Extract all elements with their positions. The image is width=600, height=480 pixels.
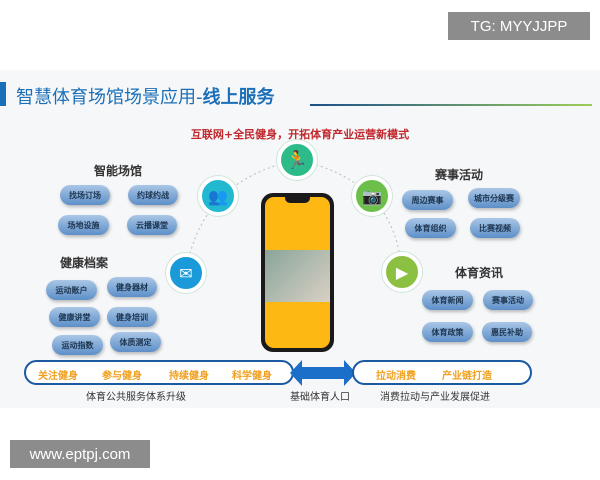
camera-icon: 📷 (352, 176, 392, 216)
caption-left: 体育公共服务体系升级 (86, 392, 186, 403)
pill-news[interactable]: 惠民补助 (482, 322, 532, 342)
caption-middle: 基础体育人口 (290, 392, 350, 403)
pill-health[interactable]: 健身培训 (107, 307, 157, 327)
bar-item: 关注健身 (38, 371, 78, 382)
pill-health[interactable]: 运动账户 (46, 280, 97, 300)
pill-events[interactable]: 体育组织 (405, 218, 456, 238)
pill-events[interactable]: 城市分级赛 (468, 188, 520, 208)
slide: 智慧体育场馆场景应用-线上服务 互联网+全民健身，开拓体育产业运营新模式 🏃 👥… (0, 70, 600, 408)
pill-health[interactable]: 健康讲堂 (49, 307, 100, 327)
phone-mockup (261, 193, 334, 352)
bar-item: 持续健身 (169, 371, 209, 382)
pill-venue[interactable]: 场地设施 (58, 215, 109, 235)
pill-health[interactable]: 健身器材 (107, 277, 157, 297)
bar-item: 科学健身 (232, 371, 272, 382)
section-label-health: 健康档案 (60, 256, 109, 270)
bar-item: 拉动消费 (376, 371, 416, 382)
pill-events[interactable]: 周边赛事 (402, 190, 453, 210)
section-label-venue: 智能场馆 (94, 164, 143, 178)
page-title: 智慧体育场馆场景应用-线上服务 (16, 83, 275, 109)
runner-icon: 🏃 (277, 140, 317, 180)
title-bold: 线上服务 (202, 87, 275, 108)
bottom-bar-right: 拉动消费 产业链打造 (352, 360, 532, 385)
watermark-top: TG: MYYJJPP (448, 12, 590, 40)
pill-health[interactable]: 体质测定 (110, 332, 161, 352)
pill-news[interactable]: 赛事活动 (483, 290, 533, 310)
phone-screen-image (265, 250, 330, 302)
watermark-bottom: www.eptpj.com (10, 440, 150, 468)
pill-venue[interactable]: 约球约战 (128, 185, 178, 205)
bar-item: 产业链打造 (442, 371, 492, 382)
title-divider (310, 104, 592, 106)
subtitle: 互联网+全民健身，开拓体育产业运营新模式 (190, 128, 410, 141)
people-icon: 👥 (198, 176, 238, 216)
bottom-bar-left: 关注健身 参与健身 持续健身 科学健身 (24, 360, 294, 385)
title-accent (0, 82, 6, 106)
pill-venue[interactable]: 找场订场 (60, 185, 110, 205)
section-label-events: 赛事活动 (435, 168, 484, 182)
pill-venue[interactable]: 云播课堂 (127, 215, 177, 235)
pill-news[interactable]: 体育政策 (422, 322, 473, 342)
double-arrow-icon (290, 360, 356, 386)
pill-events[interactable]: 比赛视频 (470, 218, 520, 238)
pill-health[interactable]: 运动指数 (52, 335, 103, 355)
bar-item: 参与健身 (102, 371, 142, 382)
pill-news[interactable]: 体育新闻 (422, 290, 473, 310)
section-label-news: 体育资讯 (455, 266, 504, 280)
play-icon: ▶ (382, 252, 422, 292)
caption-right: 消费拉动与产业发展促进 (380, 392, 490, 403)
title-main: 智慧体育场馆场景应用- (16, 87, 203, 108)
envelope-icon: ✉ (166, 253, 206, 293)
